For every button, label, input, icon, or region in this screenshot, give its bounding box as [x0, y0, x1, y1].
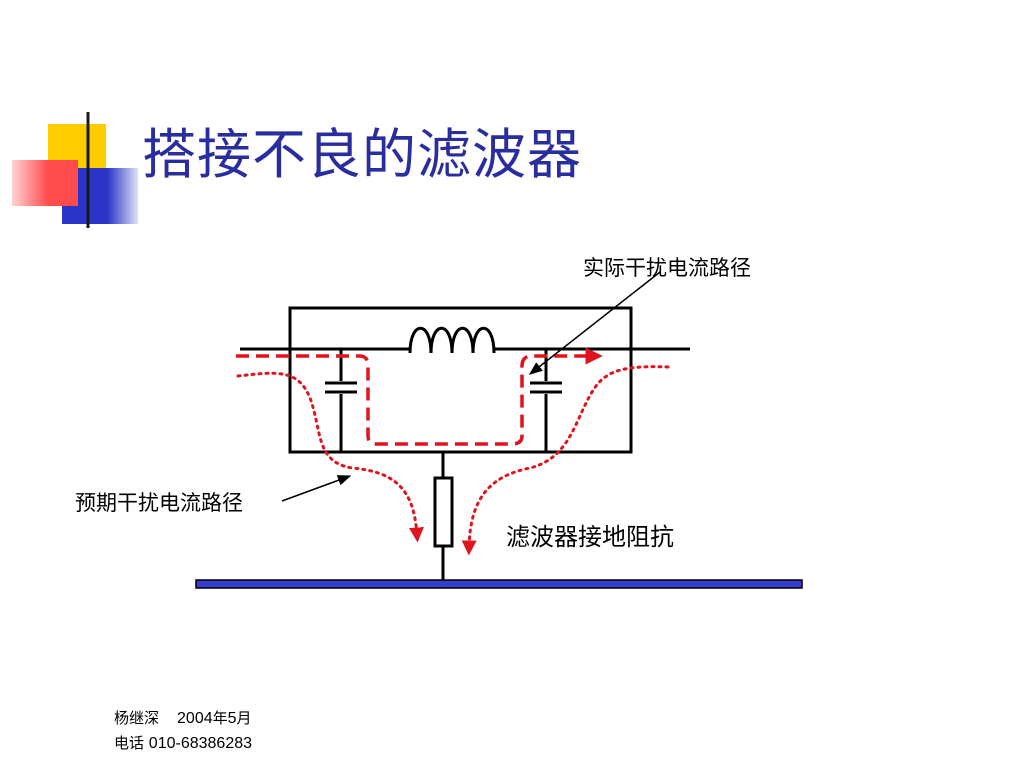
- footer-year: 2004: [177, 710, 213, 727]
- footer: 杨继深 2004年5月 电话 010-68386283: [114, 706, 252, 756]
- ground-plane: [195, 579, 803, 589]
- expected-path-label: 预期干扰电流路径: [75, 491, 243, 515]
- actual-path-leader: [528, 271, 661, 375]
- expected-current-path-left: [236, 371, 424, 543]
- capacitor-left: [325, 349, 357, 452]
- filter-circuit-diagram: [195, 271, 803, 589]
- inductor: [408, 326, 496, 354]
- expected-current-path-right: [461, 365, 670, 556]
- footer-phone: 010-68386283: [148, 735, 253, 752]
- actual-current-path: [236, 347, 603, 446]
- red-square: [12, 160, 78, 206]
- footer-author-line: 杨继深 2004年5月: [114, 706, 252, 731]
- footer-year-suffix: 年: [212, 709, 228, 727]
- footer-month-suffix: 月: [236, 709, 252, 727]
- actual-path-label: 实际干扰电流路径: [583, 256, 751, 280]
- slide-decoration: [12, 112, 1000, 228]
- footer-month: 5: [227, 710, 237, 727]
- page-title: 搭接不良的滤波器: [142, 123, 582, 186]
- footer-phone-label: 电话: [114, 734, 145, 752]
- ground-impedance-label: 滤波器接地阻抗: [506, 523, 674, 551]
- filter-enclosure: [288, 306, 633, 454]
- expected-path-leader: [281, 475, 352, 502]
- footer-phone-line: 电话 010-68386283: [114, 731, 252, 756]
- ground-resistor: [433, 452, 454, 582]
- capacitor-right: [530, 349, 562, 452]
- footer-author: 杨继深: [114, 709, 160, 727]
